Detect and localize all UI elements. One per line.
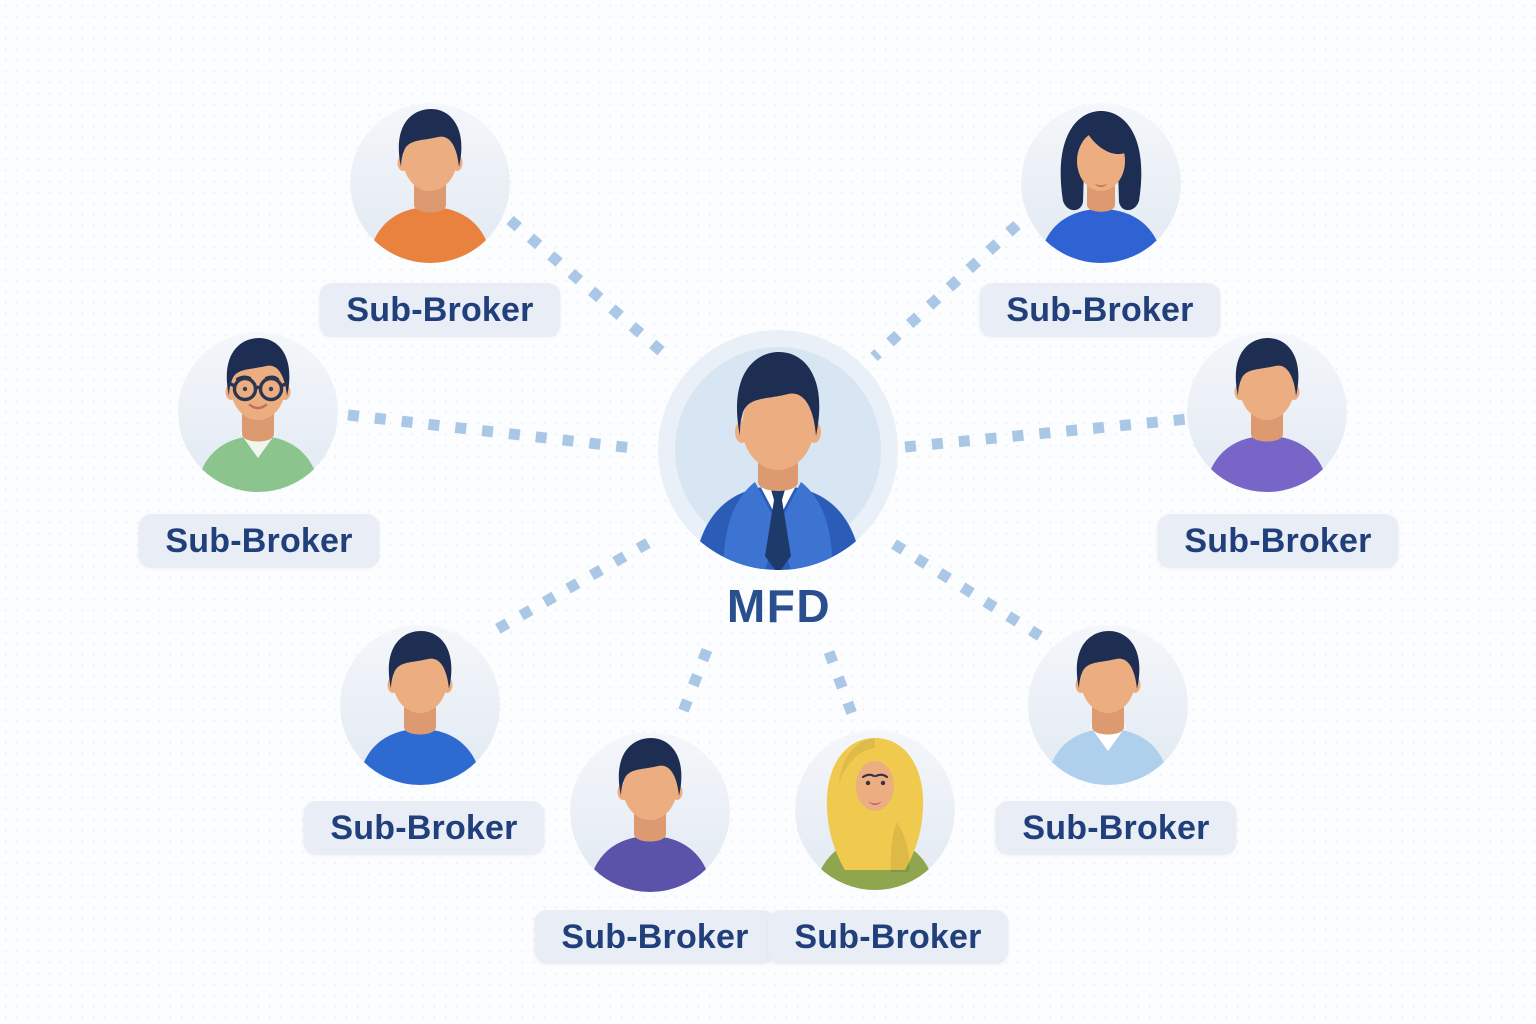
subbroker-label-right: Sub-Broker xyxy=(1157,514,1399,568)
subbroker-avatar-bottom-left xyxy=(340,625,500,785)
subbroker-label-bottom-center-right: Sub-Broker xyxy=(767,910,1009,964)
subbroker-label-bottom-left: Sub-Broker xyxy=(303,801,545,855)
mfd-avatar xyxy=(658,330,898,570)
connector-bottom-left xyxy=(491,538,651,636)
subbroker-avatar-top-right xyxy=(1021,103,1181,263)
subbroker-label-bottom-right: Sub-Broker xyxy=(995,801,1237,855)
connector-left xyxy=(347,409,633,454)
subbroker-avatar-bottom-right xyxy=(1028,625,1188,785)
connector-bottom-right xyxy=(891,539,1043,641)
subbroker-label-top-right: Sub-Broker xyxy=(979,283,1221,337)
subbroker-avatar-top-left xyxy=(350,103,510,263)
subbroker-avatar-left xyxy=(178,332,338,492)
subbroker-avatar-right xyxy=(1187,332,1347,492)
mfd-label: MFD xyxy=(726,580,832,632)
connector-bottom-center-right xyxy=(823,650,861,724)
subbroker-label-bottom-center-left: Sub-Broker xyxy=(534,910,776,964)
connector-right xyxy=(904,413,1189,453)
connector-bottom-center-left xyxy=(673,648,713,724)
subbroker-label-top-left: Sub-Broker xyxy=(319,283,561,337)
connector-top-left xyxy=(506,215,666,357)
subbroker-avatar-bottom-center-left xyxy=(570,732,730,892)
subbroker-label-left: Sub-Broker xyxy=(138,514,380,568)
connector-top-right xyxy=(870,220,1021,362)
subbroker-avatar-bottom-center-right xyxy=(795,730,955,890)
